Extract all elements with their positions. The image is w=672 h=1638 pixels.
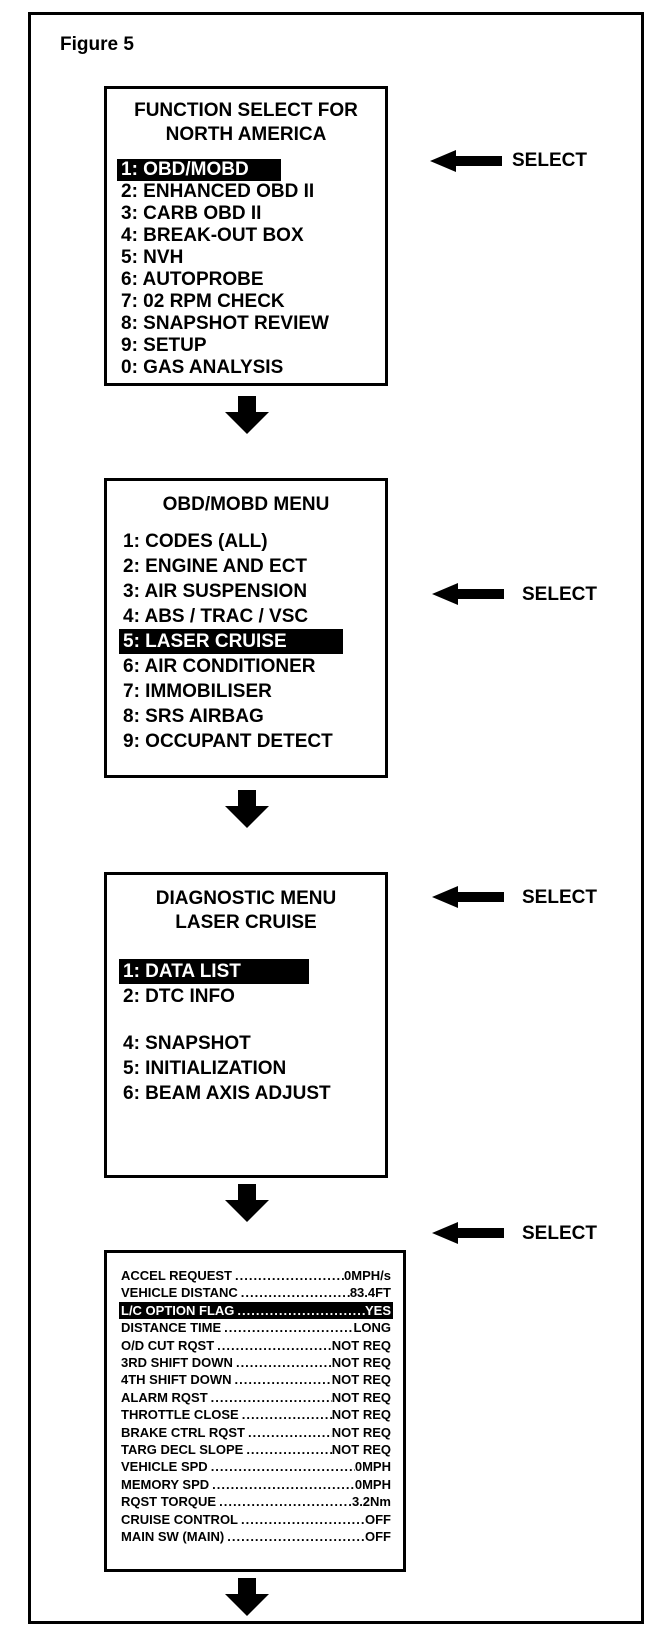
figure-frame: [28, 12, 644, 1624]
screen-title-line1: FUNCTION SELECT FOR: [134, 100, 358, 121]
screen-title-line1: DIAGNOSTIC MENU: [155, 888, 337, 909]
menu-item-obd-mobd[interactable]: 1: OBD/MOBD: [117, 159, 281, 181]
data-row[interactable]: THROTTLE CLOSENOT REQ: [119, 1406, 393, 1423]
menu-item-dtc-info[interactable]: 2: DTC INFO: [123, 986, 235, 1007]
menu-item-beam-axis-adjust[interactable]: 6: BEAM AXIS ADJUST: [123, 1083, 331, 1104]
select-label: SELECT: [522, 887, 597, 908]
menu-item-snapshot[interactable]: 4: SNAPSHOT: [123, 1033, 251, 1054]
obd-mobd-menu-screen: OBD/MOBD MENU 1: CODES (ALL) 2: ENGINE A…: [104, 478, 388, 778]
data-row[interactable]: MAIN SW (MAIN)OFF: [119, 1528, 393, 1545]
diagnostic-menu-screen: DIAGNOSTIC MENU LASER CRUISE 1: DATA LIS…: [104, 872, 388, 1178]
menu-item-occupant-detect[interactable]: 9: OCCUPANT DETECT: [123, 731, 333, 752]
select-arrow-icon: [432, 886, 504, 908]
select-arrow-icon: [432, 1222, 504, 1244]
menu-item-gas-analysis[interactable]: 0: GAS ANALYSIS: [121, 357, 284, 378]
function-select-screen: FUNCTION SELECT FOR NORTH AMERICA 1: OBD…: [104, 86, 388, 386]
menu-item-enhanced-obd[interactable]: 2: ENHANCED OBD II: [121, 181, 315, 202]
menu-item-data-list[interactable]: 1: DATA LIST: [119, 959, 309, 984]
menu-item-laser-cruise[interactable]: 5: LASER CRUISE: [119, 629, 343, 654]
menu-item-srs-airbag[interactable]: 8: SRS AIRBAG: [123, 706, 264, 727]
select-label: SELECT: [522, 584, 597, 605]
menu-item-initialization[interactable]: 5: INITIALIZATION: [123, 1058, 287, 1079]
menu-item-immobiliser[interactable]: 7: IMMOBILISER: [123, 681, 272, 702]
menu-item-setup[interactable]: 9: SETUP: [121, 335, 207, 356]
down-arrow-icon: [225, 396, 269, 434]
data-row[interactable]: 3RD SHIFT DOWNNOT REQ: [119, 1354, 393, 1371]
data-row[interactable]: MEMORY SPD0MPH: [119, 1476, 393, 1493]
data-row[interactable]: TARG DECL SLOPENOT REQ: [119, 1441, 393, 1458]
select-arrow-icon: [430, 150, 502, 172]
menu-item-abs-trac-vsc[interactable]: 4: ABS / TRAC / VSC: [123, 606, 309, 627]
select-label: SELECT: [522, 1223, 597, 1244]
data-row[interactable]: 4TH SHIFT DOWNNOT REQ: [119, 1371, 393, 1388]
menu-item-codes-all[interactable]: 1: CODES (ALL): [123, 531, 268, 552]
data-row-selected[interactable]: L/C OPTION FLAGYES: [119, 1301, 393, 1320]
data-row[interactable]: ALARM RQSTNOT REQ: [119, 1389, 393, 1406]
menu-gap: [119, 1009, 385, 1031]
menu-item-air-conditioner[interactable]: 6: AIR CONDITIONER: [123, 656, 316, 677]
menu-item-break-out-box[interactable]: 4: BREAK-OUT BOX: [121, 225, 304, 246]
data-row[interactable]: O/D CUT RQSTNOT REQ: [119, 1337, 393, 1354]
data-row[interactable]: VEHICLE SPD0MPH: [119, 1458, 393, 1475]
menu-item-engine-ect[interactable]: 2: ENGINE AND ECT: [123, 556, 308, 577]
screen-title-line2: NORTH AMERICA: [165, 124, 327, 145]
screen-title: OBD/MOBD MENU: [162, 494, 330, 515]
data-row[interactable]: ACCEL REQUEST0MPH/s: [119, 1267, 393, 1284]
menu-item-carb-obd[interactable]: 3: CARB OBD II: [121, 203, 262, 224]
data-row[interactable]: DISTANCE TIMELONG: [119, 1319, 393, 1336]
data-row[interactable]: BRAKE CTRL RQSTNOT REQ: [119, 1424, 393, 1441]
data-list-screen: ACCEL REQUEST0MPH/s VEHICLE DISTANC83.4F…: [104, 1250, 406, 1572]
screen-title-line2: LASER CRUISE: [175, 912, 317, 933]
down-arrow-icon: [225, 1578, 269, 1616]
down-arrow-icon: [225, 790, 269, 828]
data-row[interactable]: RQST TORQUE3.2Nm: [119, 1493, 393, 1510]
select-label: SELECT: [512, 150, 587, 171]
menu-item-snapshot-review[interactable]: 8: SNAPSHOT REVIEW: [121, 313, 329, 334]
select-arrow-icon: [432, 583, 504, 605]
figure-title: Figure 5: [60, 34, 134, 55]
data-row[interactable]: CRUISE CONTROLOFF: [119, 1511, 393, 1528]
menu-item-nvh[interactable]: 5: NVH: [121, 247, 184, 268]
menu-item-rpm-check[interactable]: 7: 02 RPM CHECK: [121, 291, 285, 312]
menu-item-autoprobe[interactable]: 6: AUTOPROBE: [121, 269, 264, 290]
menu-item-air-suspension[interactable]: 3: AIR SUSPENSION: [123, 581, 308, 602]
data-row[interactable]: VEHICLE DISTANC83.4FT: [119, 1284, 393, 1301]
down-arrow-icon: [225, 1184, 269, 1222]
